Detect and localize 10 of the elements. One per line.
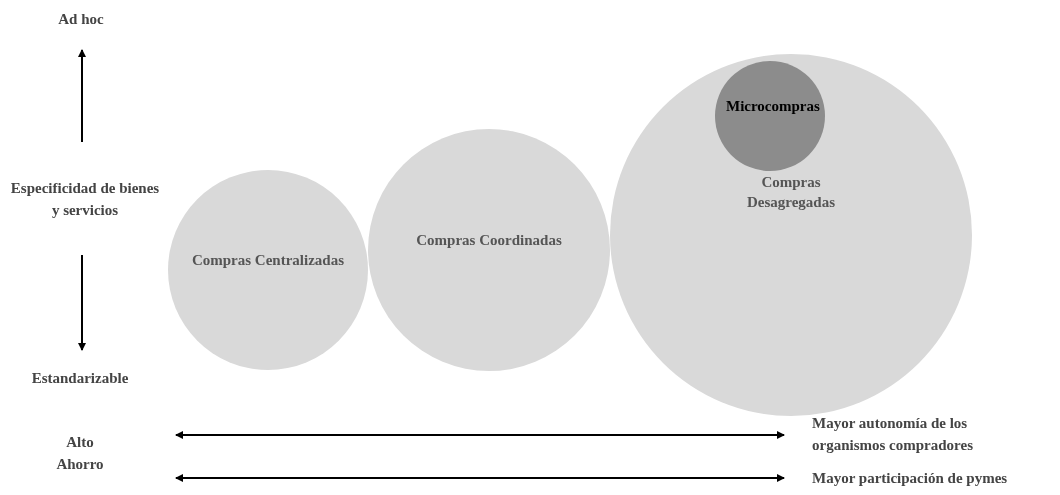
- axis-label: Alto Ahorro: [55, 433, 105, 474]
- node-label: Compras Desagregadas: [745, 173, 837, 212]
- axis-label: Mayor participación de pymes: [812, 469, 1009, 488]
- node-label: Microcompras: [725, 97, 821, 116]
- node-label: Compras Coordinadas: [415, 231, 563, 250]
- axis-label: Especificidad de bienes y servicios: [10, 179, 160, 220]
- axis-label: Estandarizable: [30, 369, 130, 388]
- node-label: Compras Centralizadas: [190, 251, 346, 270]
- axis-label: Ad hoc: [57, 10, 105, 29]
- axis-label: Mayor autonomía de los organismos compradores: [812, 414, 974, 455]
